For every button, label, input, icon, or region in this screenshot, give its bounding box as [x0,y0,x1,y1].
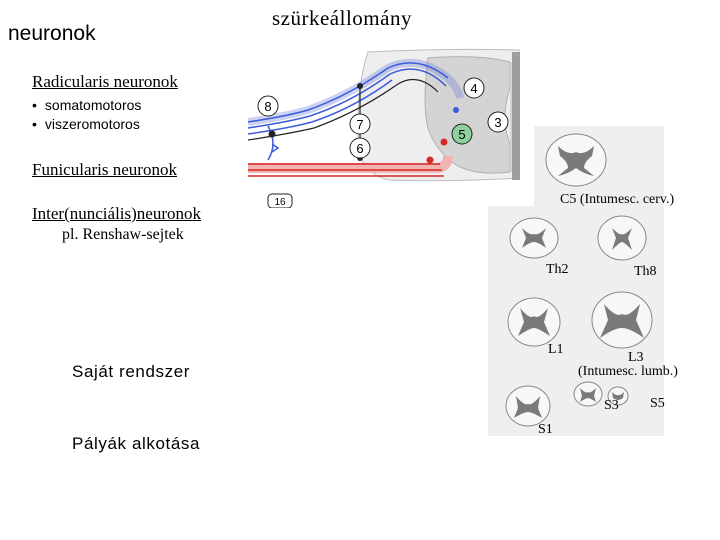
svg-text:5: 5 [458,127,465,142]
label-th8: Th8 [634,264,657,280]
bullet-viszeromotoros: viszeromotoros [32,115,141,134]
cross-sections-figure [488,126,664,436]
section-s1 [506,386,550,426]
inter-heading: Inter(nunciális)neuronok [32,204,201,224]
spinal-cord-diagram: 4 8 3 7 5 6 16 [248,48,520,208]
label-4: 4 [464,78,484,98]
top-title: szürkeállomány [272,6,412,31]
label-7: 7 [350,114,370,134]
section-s3 [574,382,602,406]
label-6: 6 [350,138,370,158]
section-th8 [598,216,646,260]
bullet-somatomotoros: somatomotoros [32,96,141,115]
section-l1 [508,298,560,346]
label-s3: S3 [604,398,619,414]
label-s5: S5 [650,396,665,412]
palyak-alkotasa: Pályák alkotása [72,434,200,454]
radicularis-heading: Radicularis neuronok [32,72,178,92]
label-16: 16 [274,197,286,208]
label-l1: L1 [548,342,564,358]
label-s1: S1 [538,422,553,438]
sajat-rendszer: Saját rendszer [72,362,190,382]
funicularis-heading: Funicularis neuronok [32,160,177,180]
label-l3-sub: (Intumesc. lumb.) [578,364,678,380]
svg-text:7: 7 [356,117,363,132]
inter-subtitle: pl. Renshaw-sejtek [62,226,184,244]
section-l3 [592,292,652,348]
label-c5: C5 (Intumesc. cerv.) [560,192,674,208]
label-th2: Th2 [546,262,569,278]
svg-text:6: 6 [356,141,363,156]
section-c5 [546,134,606,186]
label-5: 5 [458,127,465,142]
left-title: neuronok [8,22,96,46]
svg-text:4: 4 [470,81,477,96]
section-th2 [510,218,558,258]
radicularis-list: somatomotoros viszeromotoros [32,96,141,134]
label-8: 8 [258,96,278,116]
svg-text:8: 8 [264,99,271,114]
